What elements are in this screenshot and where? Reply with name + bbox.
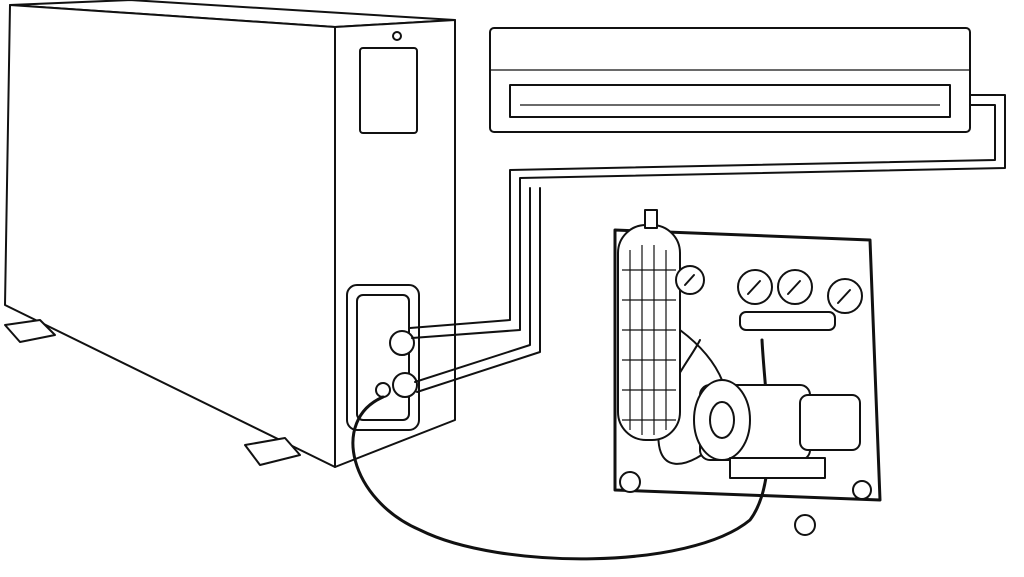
outdoor-unit [4,0,456,468]
cylinder-valve [644,209,658,229]
liquid-valve [389,330,415,356]
cylinder-mesh [622,245,676,435]
gas-valve [392,372,418,398]
mounting-foot-right [244,437,301,466]
indoor-unit-outlet [509,84,951,118]
refrigerant-pipes [409,94,1006,393]
wheel-front-left [619,471,641,493]
station-frame [613,228,882,502]
outdoor-unit-panel [359,47,418,134]
wheel-front-right [794,514,816,536]
wheel-rear-right [852,480,872,500]
refrigerant-cylinder [617,224,681,441]
compressor [799,394,861,451]
manifold-block [739,311,836,331]
outdoor-unit-screw [392,31,402,41]
indoor-unit [489,27,971,133]
mounting-foot-left [4,319,56,343]
pump-base [729,457,826,479]
outdoor-unit-front [4,4,336,468]
recovery-station [613,209,882,536]
service-valve-port [375,382,391,398]
service-port-recess [356,294,410,421]
